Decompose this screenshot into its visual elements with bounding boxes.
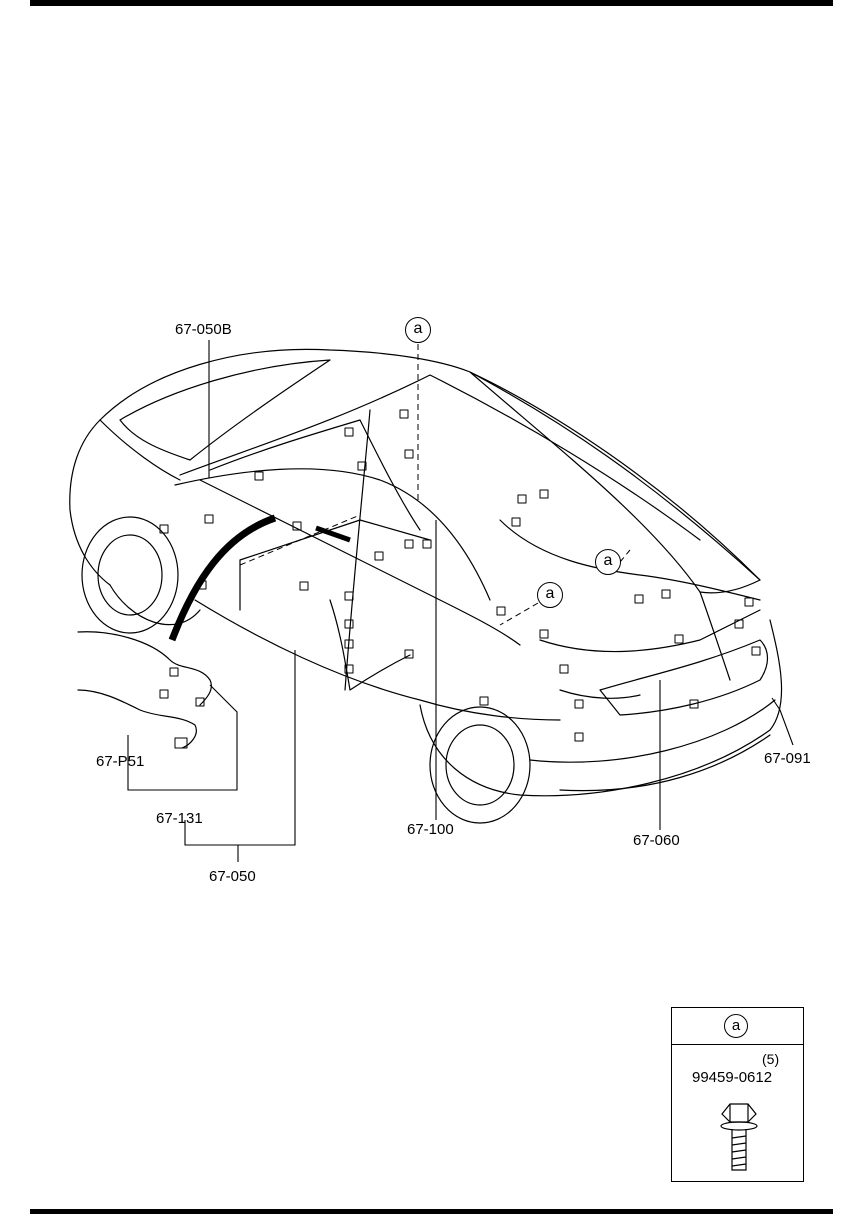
rear-wheel-inner <box>445 724 515 806</box>
loose-harness-connector-2 <box>159 689 169 699</box>
fastener-part-number: 99459-0612 <box>692 1069 773 1086</box>
harness-link-arrow <box>168 514 277 642</box>
loose-harness-connector-1 <box>169 667 179 677</box>
ref-marker-a-floor: a <box>595 549 621 575</box>
car-rear-side <box>699 591 731 681</box>
car-roof-outline <box>99 348 761 581</box>
loose-harness-connector-4 <box>174 737 188 749</box>
loose-harness-connector-3 <box>195 697 205 707</box>
leader-67-091 <box>771 697 794 746</box>
car-door-line <box>199 479 521 646</box>
callout-67-091: 67-091 <box>764 750 811 767</box>
front-wheel-inner <box>97 534 163 616</box>
callout-67-131: 67-131 <box>156 810 203 827</box>
car-windshield <box>119 359 331 461</box>
ref-line-a-floor <box>619 549 631 563</box>
top-rule <box>30 0 833 6</box>
bolt-icon <box>720 1103 758 1171</box>
car-rear-bumper <box>529 699 776 792</box>
car-front-outline <box>69 419 111 586</box>
ref-line-a-rear <box>499 602 539 626</box>
rear-door-harness <box>559 689 641 699</box>
car-rear-window <box>469 371 761 594</box>
callout-67-100: 67-100 <box>407 821 454 838</box>
car-side-windows <box>209 419 421 531</box>
ref-marker-a-rear: a <box>537 582 563 608</box>
car-roofline-inner <box>179 374 701 541</box>
fastener-inset-header: a <box>672 1008 803 1045</box>
tailgate-harness <box>539 609 761 653</box>
car-tail-light <box>599 639 769 716</box>
leader-67-131 <box>184 650 296 846</box>
fastener-marker: a <box>724 1014 748 1038</box>
car-hood-line <box>99 419 181 481</box>
car-rocker-line <box>194 599 561 721</box>
roof-harness <box>174 468 491 601</box>
leader-67-P51 <box>127 684 238 791</box>
car-lower-body <box>109 584 783 797</box>
callout-67-050: 67-050 <box>209 868 256 885</box>
rear-wheel-outer <box>429 706 531 824</box>
connectors <box>159 409 761 742</box>
ref-line-cabin <box>239 514 361 566</box>
callout-67-060: 67-060 <box>633 832 680 849</box>
front-wheel-outer <box>81 516 179 634</box>
bottom-rule <box>30 1209 833 1214</box>
callout-67-050B: 67-050B <box>175 321 232 338</box>
loose-harness-lower <box>77 689 197 749</box>
ref-marker-a-top: a <box>405 317 431 343</box>
rear-harness <box>499 519 761 601</box>
harness-link-short <box>315 525 351 543</box>
callout-67-P51: 67-P51 <box>96 753 145 770</box>
side-harness <box>329 599 411 691</box>
floor-harness <box>239 519 431 611</box>
fastener-quantity: (5) <box>762 1051 780 1067</box>
loose-harness-upper <box>77 631 212 706</box>
fastener-inset: a (5) 99459-0612 <box>671 1007 804 1182</box>
